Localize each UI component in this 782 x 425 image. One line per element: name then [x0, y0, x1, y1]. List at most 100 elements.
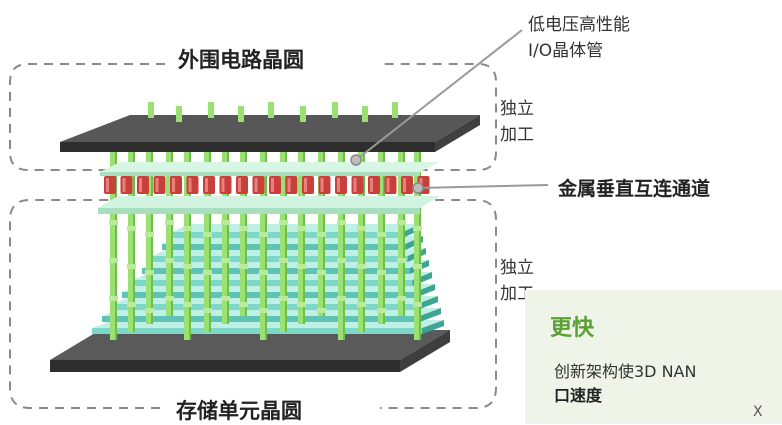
pillar-collar — [203, 270, 212, 275]
pillar-shade — [285, 150, 287, 332]
contact-highlight — [205, 178, 208, 192]
io-transistor-leader — [355, 29, 523, 161]
contact-highlight — [370, 178, 373, 192]
pillar-shade — [265, 150, 267, 340]
metal-contacts — [104, 176, 430, 194]
pillar-shade — [343, 150, 345, 340]
pillar-shade — [403, 150, 405, 316]
pillar-collar — [183, 226, 192, 231]
pillar — [222, 150, 229, 324]
pillar-collar — [337, 258, 346, 263]
contact-highlight — [337, 178, 340, 192]
pillar-shade — [303, 150, 305, 324]
pillar-collar — [377, 232, 386, 237]
pillar-collar — [145, 232, 154, 237]
pillar-collar — [239, 226, 248, 231]
feature-card: 更快 创新架构使3D NAN 口速度 X — [525, 290, 782, 424]
peripheral-wafer-plate — [60, 115, 480, 152]
feature-card-line2: 口速度 — [554, 386, 603, 405]
pillar-collar — [203, 308, 212, 313]
pillar-top — [332, 102, 338, 118]
vertical-pillars — [109, 150, 422, 340]
contact-highlight — [155, 178, 159, 192]
independent-process-top: 独立 加工 — [500, 96, 534, 148]
feature-card-line3: X — [753, 404, 763, 420]
pillar-collar — [413, 302, 422, 307]
pillar-collar — [127, 226, 136, 231]
independent-process-top-line1: 独立 — [500, 99, 534, 119]
contact-highlight — [403, 178, 406, 192]
contact — [153, 176, 166, 194]
contact — [252, 176, 265, 194]
pillar-collar — [109, 258, 118, 263]
pillar — [204, 150, 211, 332]
pillar-shade — [363, 150, 365, 332]
stair-front — [142, 268, 410, 274]
io-transistor-line1: 低电压高性能 — [528, 15, 630, 35]
contact — [104, 176, 116, 194]
pillar-collar — [377, 308, 386, 313]
cell-wafer-outline — [9, 199, 497, 409]
pillar-top — [148, 102, 154, 118]
pillar-collar — [221, 258, 230, 263]
contact — [269, 176, 281, 194]
contact-highlight — [172, 178, 175, 192]
pillar-shade — [171, 150, 173, 316]
pillar-collar — [317, 232, 326, 237]
pillar-shade — [189, 150, 191, 340]
contact — [137, 176, 149, 194]
pillar — [398, 150, 405, 316]
io-transistor-line2: I/O晶体管 — [528, 41, 604, 61]
contact — [219, 176, 232, 194]
pillar-collar — [413, 226, 422, 231]
peripheral-wafer-outline — [9, 63, 497, 171]
contact-highlight — [221, 178, 225, 192]
stair-side — [417, 296, 438, 310]
stair-front — [92, 328, 422, 334]
contact-highlight — [271, 178, 274, 192]
pillar-collar — [397, 296, 406, 301]
pillar-shade — [115, 150, 117, 340]
contact-highlight — [386, 178, 390, 192]
pillar-collar — [259, 232, 268, 237]
contact — [302, 176, 314, 194]
stair-front — [172, 232, 403, 238]
pillar-collar — [337, 296, 346, 301]
pillar-collar — [239, 264, 248, 269]
contact — [186, 176, 199, 194]
contact — [120, 176, 133, 194]
pillar-collar — [203, 232, 212, 237]
pillar-collar — [127, 264, 136, 269]
pillar-shade — [133, 150, 135, 332]
contact-highlight — [287, 178, 291, 192]
contact — [236, 176, 248, 194]
independent-process-bottom-line1: 独立 — [500, 258, 534, 278]
pillar — [280, 150, 287, 332]
pillar — [414, 150, 421, 340]
pillar-collar — [337, 220, 346, 225]
pillar-collar — [317, 270, 326, 275]
pillar-top — [268, 102, 274, 118]
pillar — [128, 150, 135, 332]
pillar-collar — [145, 270, 154, 275]
contact-highlight — [139, 178, 142, 192]
pillar-collar — [259, 270, 268, 275]
pillar — [338, 150, 345, 340]
contact — [401, 176, 413, 194]
contact — [285, 176, 298, 194]
pillar-top — [362, 106, 368, 122]
feature-card-heading: 更快 — [550, 316, 595, 341]
feature-card-line1: 创新架构使3D NAN — [554, 362, 697, 381]
pillar-collar — [183, 302, 192, 307]
pillar-collar — [357, 226, 366, 231]
staircase-layers — [92, 224, 444, 334]
pillar-collar — [165, 296, 174, 301]
pillar-top — [238, 106, 244, 122]
stair-side — [422, 320, 444, 334]
pillar-collar — [357, 302, 366, 307]
pillar-collar — [221, 220, 230, 225]
pillar — [110, 150, 117, 340]
pillar-top — [300, 106, 306, 122]
io-transistor-leader-dot — [350, 154, 362, 166]
